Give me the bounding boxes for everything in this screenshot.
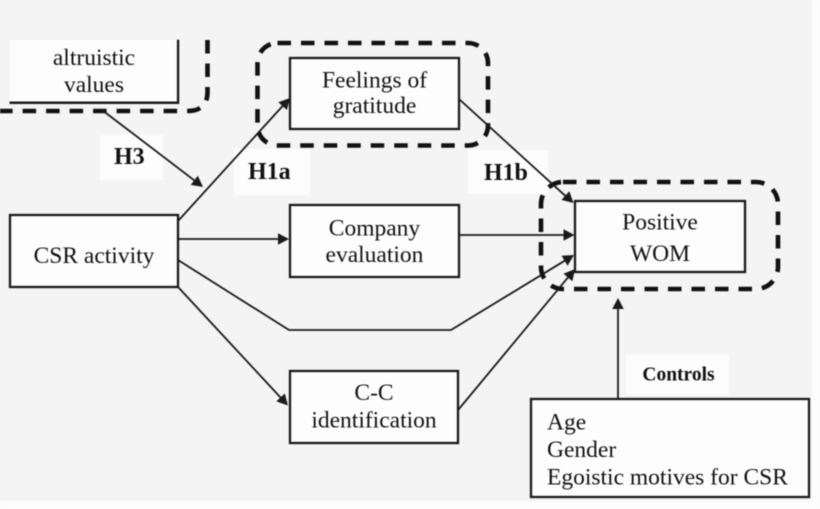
svg-text:H3: H3 [114, 144, 145, 170]
svg-text:Gender: Gender [547, 437, 616, 463]
svg-text:values: values [64, 72, 124, 98]
svg-text:Company: Company [329, 216, 421, 242]
svg-text:gratitude: gratitude [333, 93, 417, 119]
svg-text:Egoistic motives for CSR: Egoistic motives for CSR [547, 465, 788, 491]
svg-text:altruistic: altruistic [53, 45, 135, 71]
svg-text:Age: Age [547, 410, 586, 436]
svg-text:evaluation: evaluation [326, 242, 424, 268]
svg-text:C-C: C-C [354, 380, 393, 406]
svg-text:Feelings of: Feelings of [322, 68, 427, 94]
svg-text:CSR activity: CSR activity [34, 243, 155, 269]
svg-text:H1b: H1b [484, 160, 528, 186]
svg-text:Controls: Controls [642, 365, 715, 386]
svg-text:H1a: H1a [248, 159, 291, 185]
svg-text:WOM: WOM [630, 241, 690, 267]
svg-text:Positive: Positive [622, 210, 698, 236]
svg-text:identification: identification [311, 407, 437, 433]
